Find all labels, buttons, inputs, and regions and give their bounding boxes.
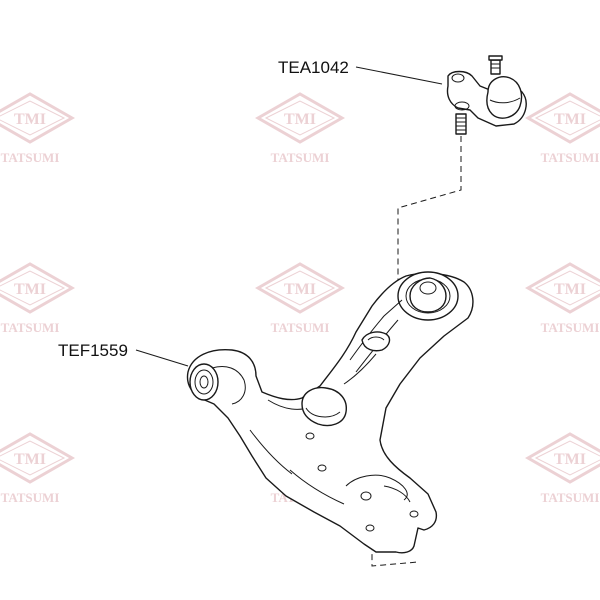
watermark-badge-text: TMI <box>14 451 46 468</box>
watermark-diamond <box>524 262 600 314</box>
callout-tef1559: TEF1559 <box>58 341 189 367</box>
watermark-brand-text: TATSUMI <box>271 320 330 335</box>
watermark-diamond-inner <box>0 440 66 476</box>
watermark-diamond <box>254 262 346 314</box>
leader-line <box>135 349 189 367</box>
watermark-badge-text: TMI <box>284 281 316 298</box>
watermark-diamond-inner <box>264 100 336 136</box>
part-label-tef1559: TEF1559 <box>58 341 128 360</box>
watermark-logo: TMI TATSUMI <box>0 432 76 505</box>
part-label-tea1042: TEA1042 <box>278 58 349 77</box>
watermark-diamond-inner <box>0 100 66 136</box>
watermark-diamond-inner <box>264 270 336 306</box>
watermark-brand-text: TATSUMI <box>541 150 600 165</box>
watermark-diamond <box>254 92 346 144</box>
watermark-brand-text: TATSUMI <box>1 490 60 505</box>
watermark-brand-text: TATSUMI <box>1 150 60 165</box>
watermark-logo: TMI TATSUMI <box>0 262 76 335</box>
watermark-logo: TMI TATSUMI <box>524 262 600 335</box>
watermark-diamond-inner <box>534 100 600 136</box>
watermark-diamond <box>524 432 600 484</box>
watermark-diamond <box>0 92 76 144</box>
watermark-badge-text: TMI <box>284 111 316 128</box>
watermark-diamond-inner <box>534 270 600 306</box>
watermark-badge-text: TMI <box>14 111 46 128</box>
watermark-brand-text: TATSUMI <box>541 320 600 335</box>
watermark-logo: TMI TATSUMI <box>254 92 346 165</box>
ball-joint-drawing <box>446 55 527 135</box>
watermark-diamond-inner <box>534 440 600 476</box>
leader-line <box>355 66 443 85</box>
watermark-badge-text: TMI <box>554 111 586 128</box>
watermark-badge-text: TMI <box>554 451 586 468</box>
watermark-badge-text: TMI <box>554 281 586 298</box>
watermark-logo: TMI TATSUMI <box>254 262 346 335</box>
watermark-brand-text: TATSUMI <box>271 150 330 165</box>
watermark-diamond <box>0 432 76 484</box>
watermark-diamond <box>524 92 600 144</box>
watermark-brand-text: TATSUMI <box>541 490 600 505</box>
watermark-logo: TMI TATSUMI <box>524 92 600 165</box>
watermark-brand-text: TATSUMI <box>1 320 60 335</box>
watermark-diamond <box>0 262 76 314</box>
watermark-diamond-inner <box>0 270 66 306</box>
control-arm-drawing <box>186 271 474 554</box>
watermark-logo: TMI TATSUMI <box>0 92 76 165</box>
callout-tea1042: TEA1042 <box>278 58 443 85</box>
watermark-logo: TMI TATSUMI <box>524 432 600 505</box>
watermark-badge-text: TMI <box>14 281 46 298</box>
